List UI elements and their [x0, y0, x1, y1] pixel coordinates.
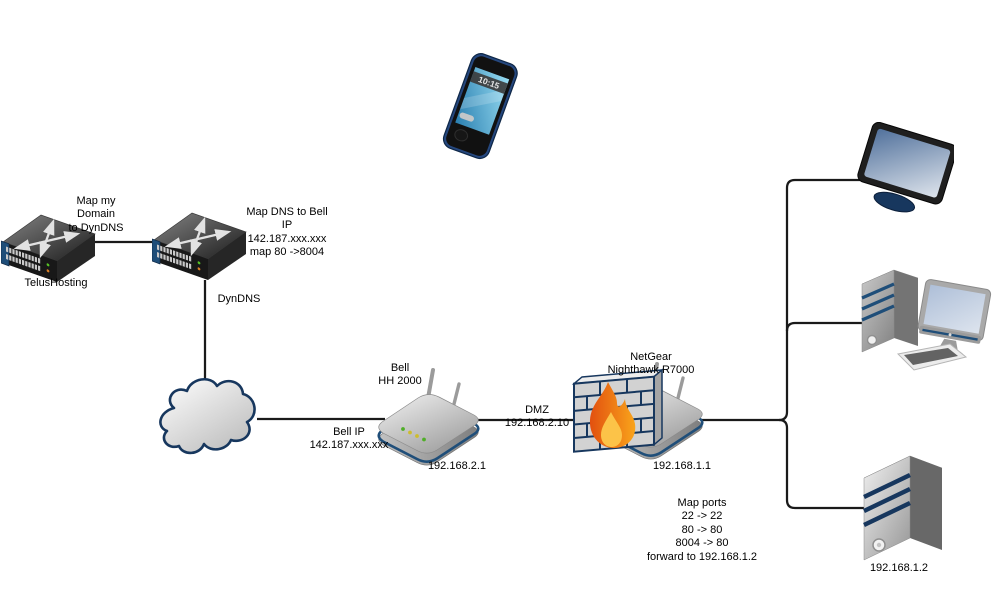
label-bell-wan-ip: Bell IP 142.187.xxx.xxx [309, 426, 389, 452]
server-stripes [863, 473, 911, 527]
desktop-computer-icon[interactable] [848, 256, 993, 382]
server-icon[interactable] [858, 442, 950, 566]
label-dyndns: DynDNS [217, 293, 261, 305]
computer-monitor [917, 279, 992, 359]
tv-stand [873, 191, 916, 213]
label-dmz: DMZ 192.168.2.10 [504, 404, 570, 430]
label-map-my-domain: Map my Domain to DynDNS [68, 195, 124, 234]
internet-cloud-icon[interactable] [146, 372, 260, 466]
link-netgear-server [778, 418, 872, 510]
computer-tower [861, 269, 919, 353]
label-bell-lan-ip: 192.168.2.1 [427, 460, 487, 472]
firewall-icon[interactable] [570, 366, 666, 460]
label-map-dns-to-bell: Map DNS to Bell IP 142.187.xxx.xxx map 8… [246, 206, 328, 259]
label-netgear-lan-ip: 192.168.1.1 [652, 460, 712, 472]
label-server-ip: 192.168.1.2 [869, 562, 929, 574]
tv-display-icon[interactable] [856, 122, 954, 230]
label-telushosting: TelusHosting [24, 277, 88, 289]
flame-icon [589, 382, 636, 448]
router-bell-hh2000[interactable] [372, 364, 484, 468]
label-bell-hh2000: Bell HH 2000 [378, 362, 422, 388]
switch-ports [6, 246, 50, 273]
home-button-icon [454, 129, 469, 142]
tv-screen [864, 128, 951, 198]
smartphone-icon[interactable]: 10:15 [440, 52, 520, 162]
switch-telushosting[interactable] [1, 210, 97, 284]
computer-keyboard [896, 343, 968, 371]
switch-ports [157, 244, 201, 271]
link-netgear-computer [785, 321, 870, 332]
router-leds [401, 427, 426, 442]
switch-arrows-icon [13, 218, 81, 259]
switch-arrows-icon [164, 216, 232, 257]
label-port-map: Map ports 22 -> 22 80 -> 80 8004 -> 80 f… [646, 497, 758, 563]
switch-dyndns[interactable] [152, 208, 248, 282]
label-netgear-title: NetGear Nighthawk R7000 [607, 351, 695, 377]
